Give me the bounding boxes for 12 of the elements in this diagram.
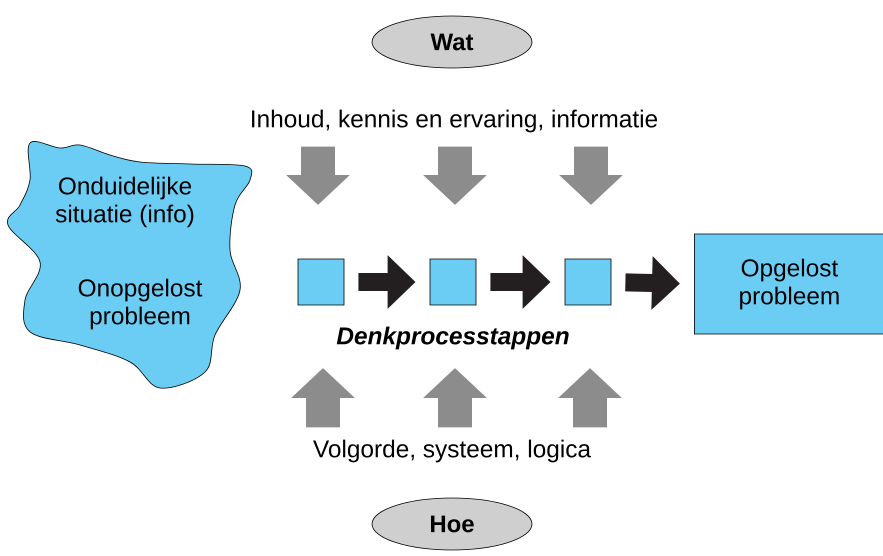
cloud-text: Onopgelost probleem	[78, 278, 202, 330]
step-square	[564, 258, 612, 306]
caption-label: Denkprocesstappen	[336, 326, 569, 350]
cloud-text: Onduidelijke situatie (info)	[56, 176, 194, 228]
step-square	[430, 258, 476, 306]
ellipse-box: Wat	[372, 16, 532, 68]
text-label: Inhoud, kennis en ervaring, informatie	[252, 110, 658, 132]
text-label: Volgorde, systeem, logica	[313, 440, 592, 462]
result-box: Opgelost probleem	[694, 234, 883, 334]
cloud-shape	[7, 141, 252, 389]
step-square	[298, 258, 344, 306]
ellipse-box: Hoe	[372, 498, 532, 550]
